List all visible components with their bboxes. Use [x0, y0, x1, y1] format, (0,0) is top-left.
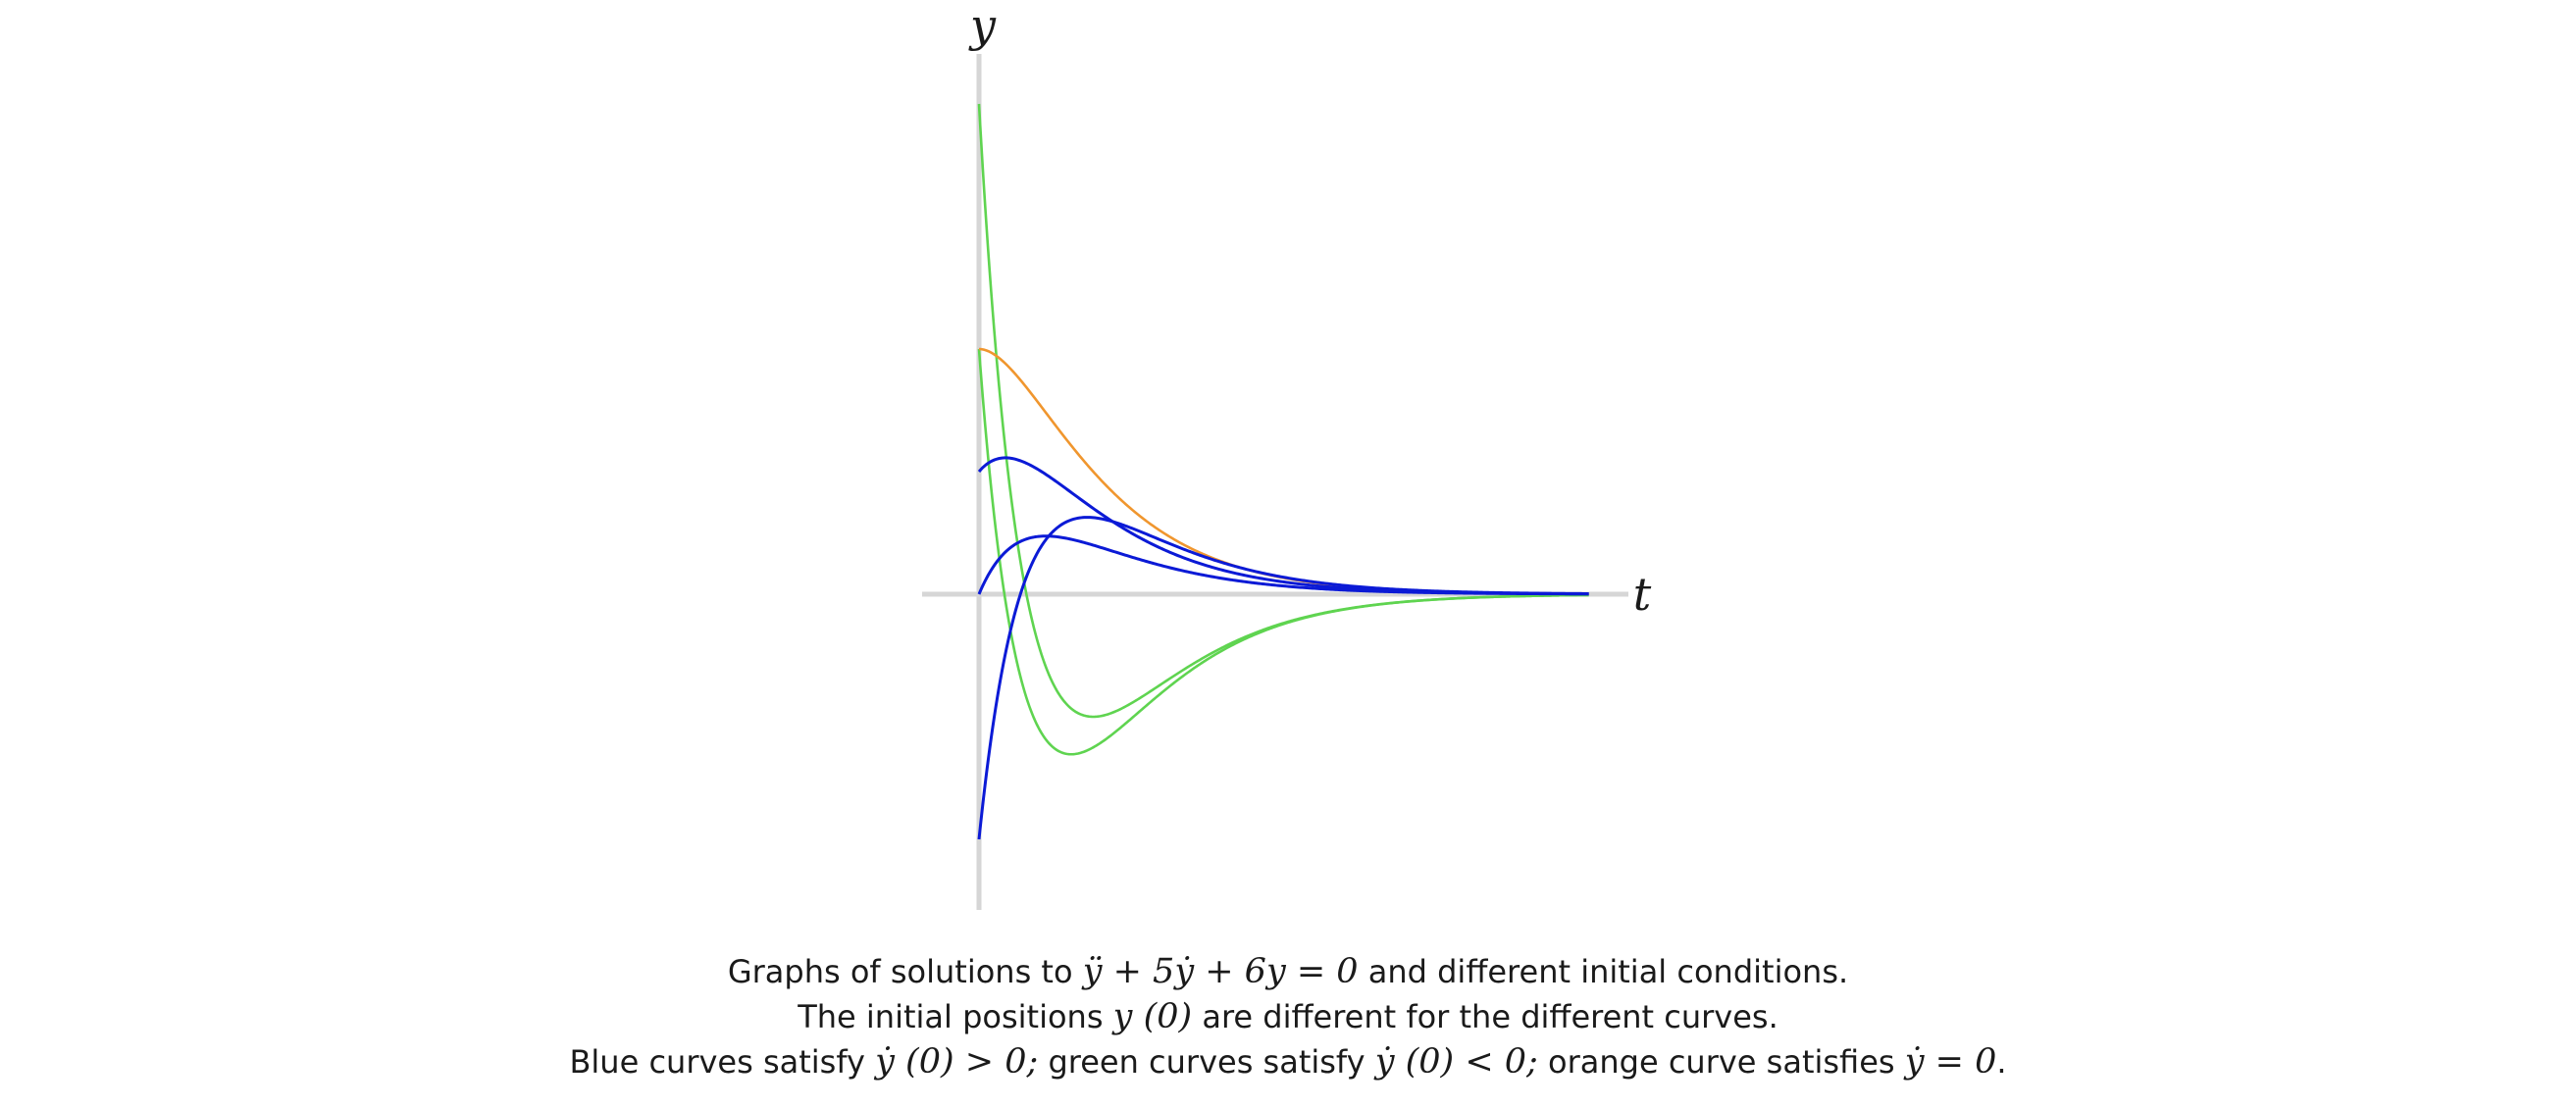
caption-blue-condition: ẏ (0) > 0; — [875, 1042, 1039, 1082]
caption-text: The initial positions — [798, 998, 1113, 1035]
caption-text: and different initial conditions. — [1358, 953, 1849, 990]
curve-group — [977, 103, 1589, 840]
caption-text: are different for the different curves. — [1192, 998, 1778, 1035]
solution-curves-plot: y t — [922, 0, 1652, 910]
caption-text: orange curve satisfies — [1537, 1043, 1905, 1081]
orange-solution-curve-3 — [978, 347, 1589, 595]
blue-solution-curve-6 — [977, 516, 1589, 840]
caption-text: green curves satisfy — [1038, 1043, 1375, 1081]
caption-line-2: The initial positions y (0) are differen… — [0, 994, 2576, 1039]
caption-orange-condition: ẏ = 0 — [1904, 1042, 1997, 1082]
green-solution-curve-2 — [977, 348, 1589, 756]
caption-text: Graphs of solutions to — [727, 953, 1083, 990]
caption-text: . — [1996, 1043, 2007, 1081]
t-axis-label: t — [1633, 568, 1652, 621]
caption-text: Blue curves satisfy — [569, 1043, 876, 1081]
caption-equation: ÿ + 5ẏ + 6y = 0 — [1082, 952, 1359, 991]
caption-line-3: Blue curves satisfy ẏ (0) > 0; green cur… — [0, 1039, 2576, 1084]
y-axis-label: y — [968, 0, 997, 52]
blue-solution-curve-4 — [977, 456, 1589, 596]
caption-line-1: Graphs of solutions to ÿ + 5ẏ + 6y = 0 a… — [0, 949, 2576, 994]
caption-green-condition: ẏ (0) < 0; — [1374, 1042, 1538, 1082]
figure-caption: Graphs of solutions to ÿ + 5ẏ + 6y = 0 a… — [0, 949, 2576, 1084]
caption-initial-position: y (0) — [1112, 997, 1193, 1036]
blue-solution-curve-5 — [977, 534, 1589, 596]
